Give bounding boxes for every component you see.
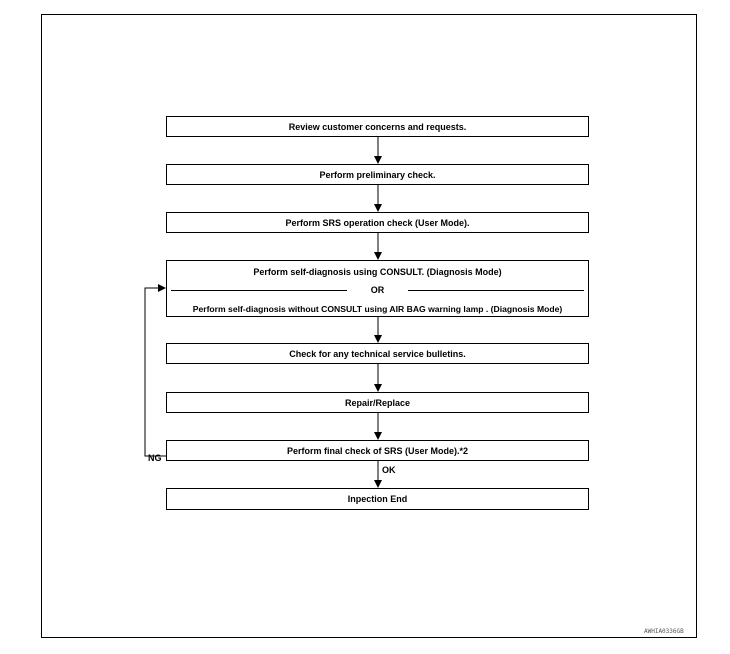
ok-label: OK [382, 465, 396, 475]
step-self-diagnosis: Perform self-diagnosis using CONSULT. (D… [166, 260, 589, 317]
step-bulletins-text: Check for any technical service bulletin… [289, 348, 466, 359]
or-separator: OR [171, 285, 584, 295]
step-review: Review customer concerns and requests. [166, 116, 589, 137]
step-end-text: Inpection End [347, 494, 408, 504]
or-text: OR [370, 285, 385, 295]
step-final-check: Perform final check of SRS (User Mode).*… [166, 440, 589, 461]
ng-label: NG [148, 453, 162, 463]
self-diag-consult-text: Perform self-diagnosis using CONSULT. (D… [253, 267, 502, 277]
or-rule-right [408, 290, 584, 291]
step-repair-replace: Repair/Replace [166, 392, 589, 413]
step-srs-operation-check: Perform SRS operation check (User Mode). [166, 212, 589, 233]
self-diag-lamp-text: Perform self-diagnosis without CONSULT u… [192, 304, 563, 314]
step-preliminary-check: Perform preliminary check. [166, 164, 589, 185]
step-srs-operation-text: Perform SRS operation check (User Mode). [285, 217, 470, 228]
or-rule-left [171, 290, 347, 291]
step-preliminary-text: Perform preliminary check. [319, 169, 436, 180]
step-review-text: Review customer concerns and requests. [288, 121, 467, 132]
figure-code: AWHIA0336GB [644, 628, 684, 635]
step-inspection-end: Inpection End [166, 488, 589, 510]
ng-loop-arrow [144, 284, 166, 457]
step-service-bulletins: Check for any technical service bulletin… [166, 343, 589, 364]
figure-frame [41, 14, 697, 638]
step-final-check-text: Perform final check of SRS (User Mode).*… [286, 445, 469, 456]
step-repair-text: Repair/Replace [344, 397, 411, 408]
